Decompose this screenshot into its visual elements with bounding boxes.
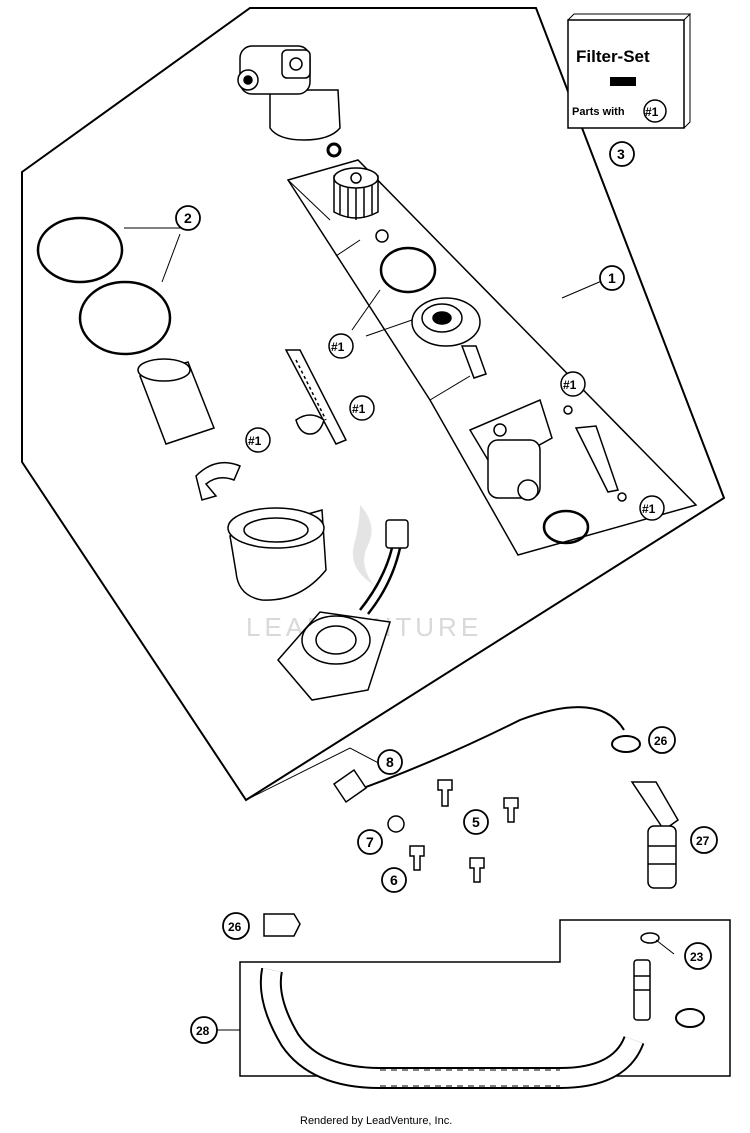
ktm-logo	[610, 77, 636, 86]
wire-connector	[359, 519, 409, 615]
set-marker: #1	[349, 395, 375, 421]
main-assembly-outline	[21, 7, 726, 802]
filter-set-subtitle: Parts with	[572, 106, 625, 118]
pressure-regulator	[411, 297, 487, 379]
small-o-ring-top	[326, 142, 342, 158]
fine-filter	[333, 167, 379, 220]
hose-clamp-lower	[675, 1008, 705, 1028]
fuel-pump-motor	[468, 398, 553, 501]
svg-text:#1: #1	[642, 502, 656, 516]
callout-6: 6	[381, 867, 407, 893]
svg-text:26: 26	[228, 920, 242, 934]
hose-nipple	[633, 959, 651, 1021]
svg-text:2: 2	[184, 210, 192, 226]
hose-clamp-upper	[611, 735, 641, 753]
bolt-c	[409, 845, 425, 871]
svg-text:#1: #1	[563, 378, 577, 392]
bolt-b	[503, 797, 519, 823]
leader-lines	[124, 179, 675, 1031]
o-ring-medium	[379, 246, 437, 294]
hose-clip-lower	[263, 913, 301, 937]
filter-set-title: Filter-Set	[576, 47, 650, 66]
svg-text:5: 5	[472, 814, 480, 830]
pump-pin	[574, 425, 619, 493]
fuel-hose-upper	[357, 706, 625, 791]
filter-group-outline	[286, 159, 698, 556]
svg-text:#1: #1	[248, 434, 262, 448]
seal-ring-7	[387, 815, 405, 833]
set-marker: #1	[639, 495, 665, 521]
hose-clip-8	[332, 768, 368, 804]
strainer	[284, 349, 348, 445]
svg-text:1: 1	[608, 270, 616, 286]
svg-text:28: 28	[196, 1024, 210, 1038]
o-ring-23	[640, 932, 660, 944]
hose-group-outline	[239, 919, 731, 1077]
callout-7: 7	[357, 829, 383, 855]
callout-23: 23	[684, 942, 712, 970]
footer-credit: Rendered by LeadVenture, Inc.	[300, 1115, 452, 1127]
small-ring-motor	[563, 405, 573, 415]
pump-top-housing	[237, 45, 341, 141]
filter-set-box: Filter-Set Parts with #1	[567, 12, 691, 129]
fuel-hose-lower	[259, 967, 645, 1089]
filter-set-badge: #1	[645, 105, 659, 119]
callout-5: 5	[463, 809, 489, 835]
small-ring-bottom	[617, 492, 627, 502]
filter-sleeve	[137, 358, 215, 445]
o-ring-small	[375, 229, 389, 243]
callout-3: 3	[609, 141, 635, 167]
pump-bucket	[227, 507, 327, 601]
callout-1: 1	[599, 265, 625, 291]
svg-text:#1: #1	[331, 340, 345, 354]
o-ring-large-1	[36, 216, 124, 284]
callout-2: 2	[175, 205, 201, 231]
svg-text:#1: #1	[352, 402, 366, 416]
svg-text:7: 7	[366, 834, 374, 850]
o-ring-large-2	[78, 280, 172, 356]
bolt-d	[469, 857, 485, 883]
svg-text:23: 23	[690, 950, 704, 964]
pump-flange	[277, 611, 391, 701]
set-marker: #1	[560, 371, 586, 397]
retaining-clip	[195, 461, 241, 501]
callout-27: 27	[690, 826, 718, 854]
svg-text:3: 3	[617, 146, 625, 162]
svg-text:26: 26	[654, 734, 668, 748]
large-o-ring-motor	[542, 509, 590, 545]
svg-text:27: 27	[696, 834, 710, 848]
callout-8: 8	[377, 749, 403, 775]
svg-text:6: 6	[390, 872, 398, 888]
callout-26-upper: 26	[648, 726, 676, 754]
quick-coupling	[630, 781, 679, 889]
set-marker: #1	[245, 427, 271, 453]
callout-28: 28	[190, 1016, 218, 1044]
svg-text:8: 8	[386, 754, 394, 770]
strainer-clip	[295, 414, 325, 435]
callout-26-lower: 26	[222, 912, 250, 940]
set-marker: #1	[328, 333, 354, 359]
bolt-a	[437, 779, 453, 807]
